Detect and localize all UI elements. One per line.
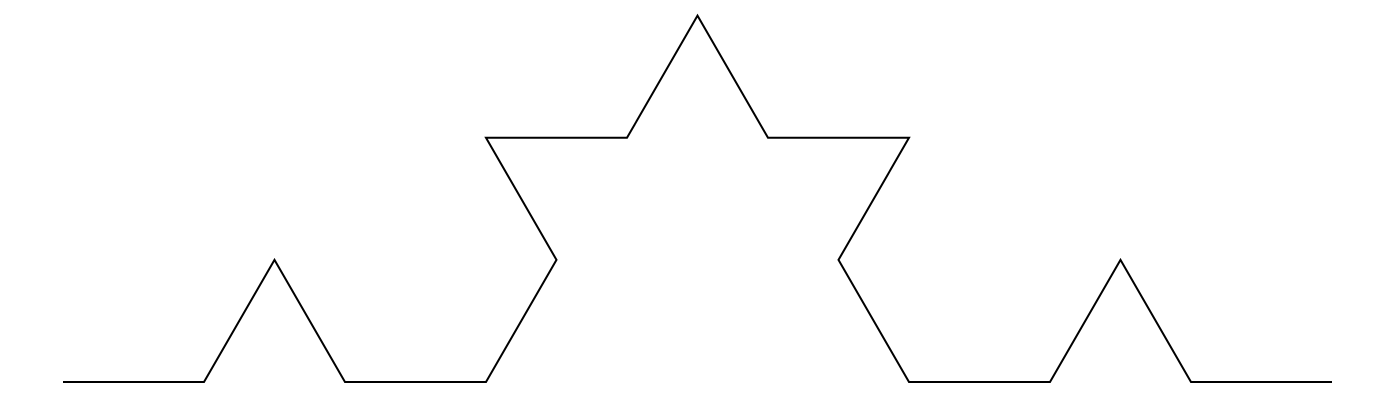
koch-curve-line (63, 13, 1332, 383)
